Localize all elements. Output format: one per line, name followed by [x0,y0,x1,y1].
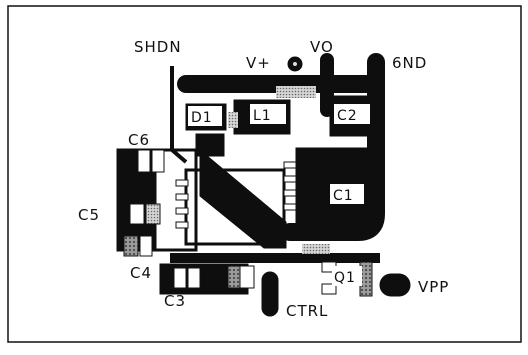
c6-pad [137,149,151,173]
c3-pad [173,267,187,289]
label-c3: C3 [164,292,186,310]
label-vpp: VPP [418,278,449,296]
vpp-pad [379,273,411,297]
label-vo: VO [310,38,334,56]
gnd-pour [281,53,385,241]
refdes-c1: C1 [333,188,354,204]
label-vplus: V+ [246,54,271,72]
label-c5: C5 [78,206,100,224]
net-labels: SHDN V+ VO 6ND C6 C5 C4 C3 CTRL VPP [78,38,449,320]
c5-pad [129,203,145,225]
c4-pad [139,235,153,257]
ctrl-pad [261,271,279,317]
label-c4: C4 [130,264,152,282]
label-ctrl: CTRL [286,302,328,320]
label-c6: C6 [128,131,150,149]
refdes-q1: Q1 [334,270,356,286]
refdes-d1: D1 [191,110,213,126]
left-cluster [116,148,198,252]
refdes-l1: L1 [253,108,272,124]
label-shdn: SHDN [134,38,182,56]
board-outline [7,5,522,343]
pad-layer [123,86,373,297]
refdes-c2: C2 [337,108,358,124]
refdes-labels: D1 L1 C2 C1 Q1 [188,104,370,286]
ic-diagonal [199,148,287,249]
label-gnd: 6ND [392,54,427,72]
